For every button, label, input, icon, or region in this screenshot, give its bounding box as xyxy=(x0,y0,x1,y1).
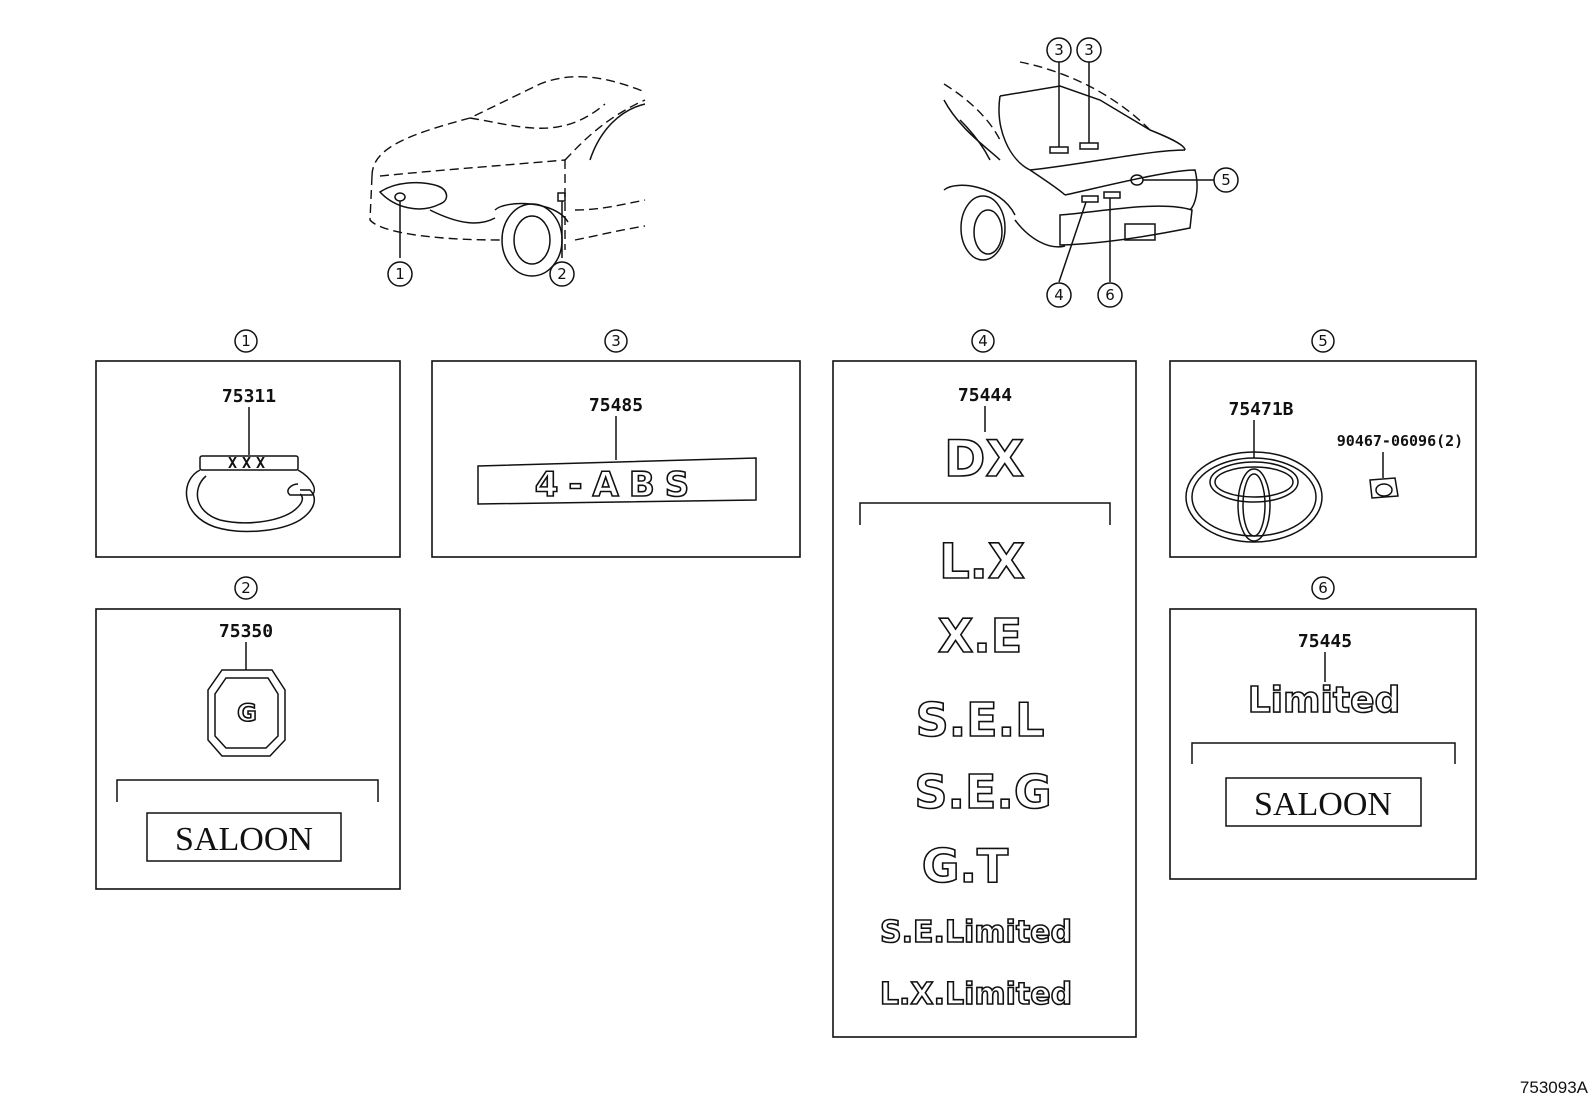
front-car-illustration xyxy=(369,75,646,277)
badge-seg: S.E.G xyxy=(914,765,1051,819)
badge-limited: Limited xyxy=(1248,680,1401,721)
callout-circle xyxy=(387,261,413,287)
panel-6-number: 6 xyxy=(1318,579,1328,597)
variant-bracket xyxy=(859,502,1111,525)
part-number-75485: 75485 xyxy=(589,395,643,416)
g-badge: G xyxy=(207,669,286,757)
saloon-label-left: SALOON xyxy=(175,821,313,858)
abs-label: 4-ABS xyxy=(535,465,699,505)
badge-sel: S.E.L xyxy=(916,693,1045,747)
panel-3-number: 3 xyxy=(611,332,621,350)
abs-sticker xyxy=(477,457,757,505)
callout-circle xyxy=(1046,37,1072,63)
emblem-xxx-text: XXX xyxy=(228,454,270,472)
callout-circle xyxy=(1046,282,1072,308)
callout-3a: 3 xyxy=(1054,41,1064,59)
panel-5-number: 5 xyxy=(1318,332,1328,350)
saloon-label-right: SALOON xyxy=(1254,786,1392,823)
part-number-75471B: 75471B xyxy=(1228,399,1293,420)
panel-2-number: 2 xyxy=(241,579,251,597)
saloon-plate-right xyxy=(1225,777,1422,827)
badge-dx: DX xyxy=(944,430,1024,488)
callout-circle xyxy=(1213,167,1239,193)
front-emblem: XXX xyxy=(185,454,316,533)
panel-6-box xyxy=(1169,608,1477,880)
badge-lx-limited: L.X.Limited xyxy=(880,977,1072,1012)
callout-3b: 3 xyxy=(1084,41,1094,59)
panel-4-number: 4 xyxy=(978,332,988,350)
panel-4-callout xyxy=(971,329,995,353)
part-number-75444: 75444 xyxy=(958,385,1012,406)
callout-2: 2 xyxy=(557,265,567,283)
badge-xe: X.E xyxy=(938,609,1022,663)
panel-2-callout xyxy=(234,576,258,600)
panel-1-callout xyxy=(234,329,258,353)
part-number-75445: 75445 xyxy=(1298,631,1352,652)
badge-lx: L.X xyxy=(939,534,1025,590)
badge-gt: G.T xyxy=(922,839,1009,893)
part-number-75350: 75350 xyxy=(219,621,273,642)
screw-icon xyxy=(1369,477,1399,499)
part-number-75311: 75311 xyxy=(222,386,276,407)
panel-3-box xyxy=(431,360,801,558)
callout-4: 4 xyxy=(1054,286,1064,304)
callout-5: 5 xyxy=(1221,171,1231,189)
callout-circle xyxy=(549,261,575,287)
callout-6: 6 xyxy=(1105,286,1115,304)
toyota-logo-icon xyxy=(1185,451,1323,543)
badge-se-limited: S.E.Limited xyxy=(880,915,1072,950)
panel-2-box xyxy=(95,608,401,890)
callout-circle xyxy=(1076,37,1102,63)
panel-1-box xyxy=(95,360,401,558)
panel-5-callout xyxy=(1311,329,1335,353)
panel-5-box xyxy=(1169,360,1477,558)
variant-bracket xyxy=(1191,742,1456,764)
callout-1: 1 xyxy=(395,265,405,283)
g-letter: G xyxy=(237,699,257,727)
variant-bracket xyxy=(116,779,379,802)
rear-car-illustration xyxy=(943,61,1214,283)
callout-circle xyxy=(1097,282,1123,308)
panel-3-callout xyxy=(604,329,628,353)
panel-4-box xyxy=(832,360,1137,1038)
drawing-code: 753093A xyxy=(1520,1078,1589,1097)
part-number-screw: 90467-06096(2) xyxy=(1337,432,1463,450)
panel-1-number: 1 xyxy=(241,332,251,350)
panel-6-callout xyxy=(1311,576,1335,600)
saloon-plate-left xyxy=(146,812,342,862)
